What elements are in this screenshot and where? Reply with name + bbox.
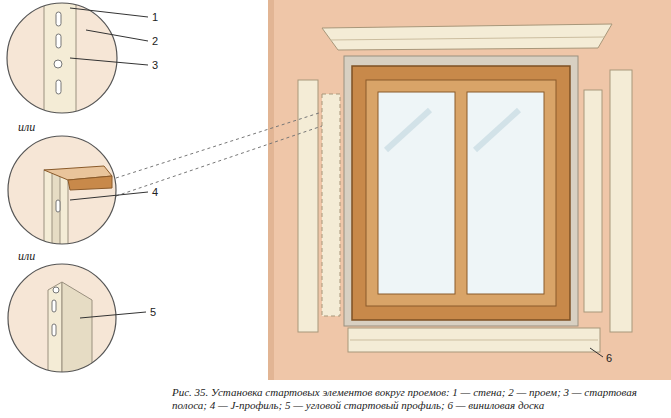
callout-number: 6	[606, 352, 612, 364]
leader-line	[70, 58, 148, 65]
guide-line	[116, 112, 322, 178]
wall-edge	[268, 0, 274, 380]
leader-line	[80, 312, 146, 318]
reflection	[475, 110, 519, 150]
callout-number: 4	[152, 186, 158, 198]
j-profile	[584, 90, 602, 312]
j-profile	[322, 94, 340, 316]
detail-circle	[7, 3, 117, 113]
leader-line	[86, 30, 148, 41]
top-trim	[322, 24, 612, 50]
reflection	[386, 110, 430, 150]
callout-number: 3	[152, 59, 158, 71]
leader-line	[70, 8, 148, 17]
window-sash	[366, 80, 556, 306]
callout-number: 2	[152, 35, 158, 47]
detail-circle	[8, 264, 116, 372]
figure-caption: Рис. 35. Установка стартовых элементов в…	[172, 386, 662, 412]
opening-profile	[344, 56, 578, 326]
vinyl-board	[610, 70, 632, 332]
callout-number: 1	[152, 11, 158, 23]
trim-line	[330, 37, 604, 40]
glass	[378, 92, 455, 294]
alternative-note: или	[18, 250, 35, 263]
vinyl-board	[348, 328, 600, 352]
wall	[268, 0, 671, 380]
leader-line	[70, 192, 148, 200]
glass	[467, 92, 544, 294]
guide-line	[116, 126, 322, 196]
leader-line	[590, 348, 603, 357]
callout-number: 5	[150, 306, 156, 318]
window-frame	[352, 66, 570, 320]
board-line	[350, 340, 598, 341]
detail-circle	[8, 136, 116, 244]
alternative-note: или	[18, 121, 35, 134]
vinyl-board	[298, 80, 318, 332]
